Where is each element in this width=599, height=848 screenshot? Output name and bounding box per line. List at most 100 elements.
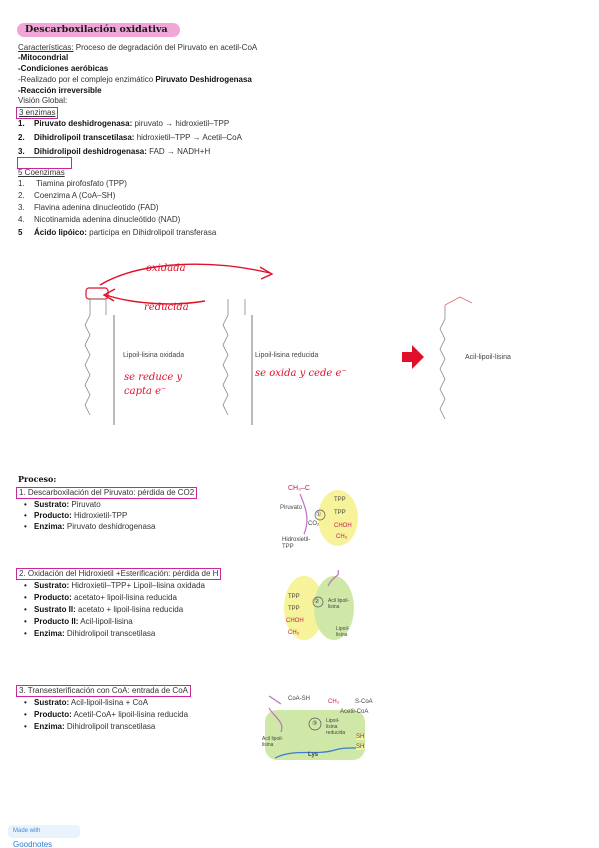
fig3-diagram — [265, 695, 365, 760]
fig1-co2: CO₂ — [308, 521, 320, 527]
step-2-b4-key: Producto II: — [34, 617, 79, 626]
fig2-chon: CHOH — [286, 618, 304, 624]
label-oxidada: Lipoil-lisina oxidada — [123, 352, 185, 359]
step-1-b1-key: Sustrato: — [34, 500, 70, 509]
realizado-bold: Piruvato Deshidrogenasa — [155, 75, 252, 84]
note-reduce: se reduce y — [124, 372, 183, 383]
step-3-b2-val: Acetil-CoA+ lipoil-lisina reducida — [71, 710, 189, 719]
fig2-curve — [327, 569, 339, 587]
reducida-arrowhead — [102, 288, 116, 302]
realizado-pre: -Realizado por el complejo enzimático — [18, 75, 156, 84]
step-3-bullet-3: Enzima: Dihidrolipoil transcetilasa — [24, 722, 156, 732]
fig1-step: ① — [316, 512, 322, 518]
fig3-acetilcoa: Acetil-CoA — [340, 709, 369, 715]
coenzima-1-text: Tiamina pirofosfato (TPP) — [34, 179, 127, 188]
enzima-3-text: FAD → NADH+H — [146, 147, 211, 156]
enzima-1: 1.Piruvato deshidrogenasa: piruvato → hi… — [18, 119, 229, 129]
step-2-b3-val: acetato + lipoil-lisina reducida — [75, 605, 184, 614]
step-2-b5-val: Dihidrolipoil transcetilasa — [64, 629, 156, 638]
oxidada-arrow — [99, 263, 271, 286]
label-reducida: Lipoil-lisina reducida — [255, 352, 319, 359]
oxidada-note: oxidada — [146, 263, 186, 274]
fig2-diagram — [284, 569, 354, 640]
coenzimas-heading: 5 Coenzimas — [18, 168, 65, 177]
reducida-note: reducida — [144, 302, 189, 313]
step-2-b4-val: Acil-lipoil-lisina — [78, 617, 133, 626]
step-1-b2-key: Producto: — [34, 511, 72, 520]
note-capta: capta e⁻ — [124, 386, 167, 397]
goodnotes-made: Made with — [13, 828, 41, 834]
coenzima-5-num: 5 — [18, 228, 23, 237]
enzima-highlight-box — [17, 157, 72, 169]
step-1-b3-val: Piruvato deshidrogenasa — [64, 522, 156, 531]
step-2-b5-key: Enzima: — [34, 629, 65, 638]
fig3-enzyme-shape — [265, 710, 365, 760]
coenzima-4-num: 4. — [18, 215, 25, 224]
fig1-step-circle — [314, 509, 326, 521]
fig1-curve — [299, 493, 308, 535]
step-3-b1-val: Acil-lipoil-lisina + CoA — [69, 698, 149, 707]
step-2-title: 2. Oxidación del Hidroxietil +Esterifica… — [16, 568, 222, 580]
fig2-right-enzyme — [314, 576, 354, 640]
enzima-2-text: hidroxietil–TPP → Acetil–CoA — [134, 133, 242, 142]
step-3-b3-val: Dihidrolipoil transcetilasa — [64, 722, 156, 731]
caracteristicas-label: Características: — [18, 43, 74, 52]
step-2-b2-val: acetato+ lipoil-lisina reducida — [71, 593, 177, 602]
step-3-title: 3. Transesterificación con CoA: entrada … — [16, 685, 191, 697]
disulfide-circle — [85, 287, 109, 300]
step-3-b2-key: Producto: — [34, 710, 72, 719]
enzima-1-text: piruvato → hidroxietil–TPP — [132, 119, 230, 128]
fig1-ch3: CH₃–C — [288, 485, 310, 492]
fig2-left-enzyme — [284, 576, 324, 640]
fig3-lipoil: Lipoil-lisina reducida — [326, 718, 346, 736]
fig1-piruvato: Piruvato — [280, 505, 303, 511]
fig1-chon: CHOH — [334, 523, 352, 529]
fig2-step: ② — [314, 599, 320, 605]
fig3-step: ③ — [312, 721, 318, 727]
fig2-tpp2: TPP — [288, 606, 300, 612]
fig2-acil: Acil lipoil-lisina — [328, 598, 350, 610]
fig1-tpp2: TPP — [334, 510, 346, 516]
fig3-curve — [268, 707, 283, 733]
step-2-b3-key: Sustrato II: — [34, 605, 76, 614]
fig3-acil: Acil lipoil-lisina — [262, 736, 284, 748]
enzima-3-num: 3. — [18, 147, 25, 156]
caracteristicas-text: Proceso de degradación del Piruvato en a… — [73, 43, 258, 52]
step-1-bullet-3: Enzima: Piruvato deshidrogenasa — [24, 522, 156, 532]
step-2-b1-val: Hidroxietil–TPP+ Lipoil–lisina oxidada — [69, 581, 205, 590]
label-acil: Acil-lipoil-lisina — [465, 354, 511, 361]
coenzima-4: 4.Nicotinamida adenina dinucleótido (NAD… — [18, 215, 180, 225]
fig3-acyl — [268, 695, 282, 705]
condiciones-aerobicas: -Condiciones aeróbicas — [18, 64, 109, 73]
enzima-1-name: Piruvato deshidrogenasa: — [34, 119, 133, 128]
fig1-diagram — [299, 490, 358, 546]
step-3-b1-key: Sustrato: — [34, 698, 70, 707]
step-2-bullet-5: Enzima: Dihidrolipoil transcetilasa — [24, 629, 156, 639]
fig1-hidroxi: Hidroxietil- — [282, 537, 311, 543]
coenzima-3-text: Flavina adenina dinucleotido (FAD) — [34, 203, 159, 212]
enzima-2-num: 2. — [18, 133, 25, 142]
enzima-3: 3.Dihidrolipoil deshidrogenasa: FAD → NA… — [18, 147, 210, 157]
coenzima-2-text: Coenzima A (CoA–SH) — [34, 191, 116, 200]
fig3-step-circle — [308, 717, 322, 731]
fig1-hidroxi2: TPP — [282, 544, 294, 550]
caracteristicas-line: Características: Proceso de degradación … — [18, 43, 257, 53]
coenzima-1-num: 1. — [18, 179, 25, 188]
red-block-arrow — [402, 345, 424, 369]
step-2-bullet-2: Producto: acetato+ lipoil-lisina reducid… — [24, 593, 177, 603]
coenzima-3-num: 3. — [18, 203, 25, 212]
fig2-tpp: TPP — [288, 594, 300, 600]
step-3-bullet-2: Producto: Acetil-CoA+ lipoil-lisina redu… — [24, 710, 189, 720]
step-1-title: 1. Descarboxilación del Piruvato: pérdid… — [16, 487, 198, 499]
step-1-b3-key: Enzima: — [34, 522, 65, 531]
note-oxida: se oxida y cede e⁻ — [255, 368, 347, 379]
molecule-oxidada — [84, 298, 115, 425]
step-2-b1-key: Sustrato: — [34, 581, 70, 590]
mitocondrial: -Mitocondrial — [18, 53, 69, 62]
reducida-arrow — [105, 294, 206, 305]
coenzima-5-text: participa en Dihidrolipoil transferasa — [86, 228, 217, 237]
step-3-b3-key: Enzima: — [34, 722, 65, 731]
step-1-bullet-1: Sustrato: Piruvato — [24, 500, 101, 510]
step-3-bullet-1: Sustrato: Acil-lipoil-lisina + CoA — [24, 698, 149, 708]
